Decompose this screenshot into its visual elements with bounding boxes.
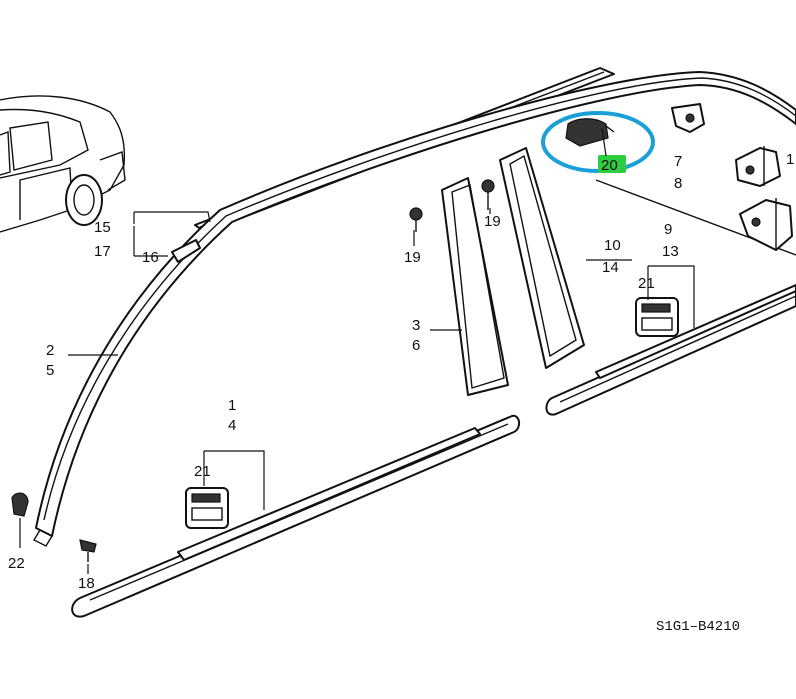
rear-belt-strip [595,284,796,379]
label-20: 20 [601,157,618,174]
label-2: 2 [46,342,54,359]
label-9: 9 [664,221,672,238]
label-4: 4 [228,417,236,434]
highlight-label-bg [598,155,626,173]
hinge-lower [739,198,793,251]
label-16: 16 [142,249,159,266]
label-8: 8 [674,175,682,192]
clip-21-left [185,487,229,529]
label-21-a: 21 [194,463,211,480]
clip-22 [11,492,29,517]
label-21-b: 21 [638,275,655,292]
label-18: 18 [78,575,95,592]
front-belt-strip [177,427,481,561]
callout-labels: 1 4 2 5 3 6 7 8 9 13 10 14 15 17 16 19 1… [8,151,794,635]
clip-19-b [481,179,495,210]
car-thumbnail [0,95,126,233]
clip-19-a [409,207,423,232]
label-3: 3 [412,317,420,334]
clip-21-right [635,297,679,337]
label-22: 22 [8,555,25,572]
label-17: 17 [94,243,111,260]
leader-lines [19,127,695,574]
label-5: 5 [46,362,54,379]
label-6: 6 [412,337,420,354]
label-19-b: 19 [484,213,501,230]
label-1: 1 [228,397,236,414]
label-1-right: 1 [786,151,794,168]
label-7: 7 [674,153,682,170]
label-15: 15 [94,219,111,236]
label-10: 10 [604,237,621,254]
bracket-7-8 [671,103,705,133]
label-14: 14 [602,259,619,276]
diagram-code: S1G1‒B4210 [656,619,740,635]
hinge-upper [735,146,781,187]
pillar-garnish-rear [499,147,585,369]
roof-frame-molding [33,71,796,547]
clip-18 [79,539,97,562]
label-19-a: 19 [404,249,421,266]
pillar-garnish-front [441,177,509,396]
bracket-20 [565,118,615,147]
clip-16 [171,239,201,263]
label-13: 13 [662,243,679,260]
rear-door-molding [545,289,796,416]
